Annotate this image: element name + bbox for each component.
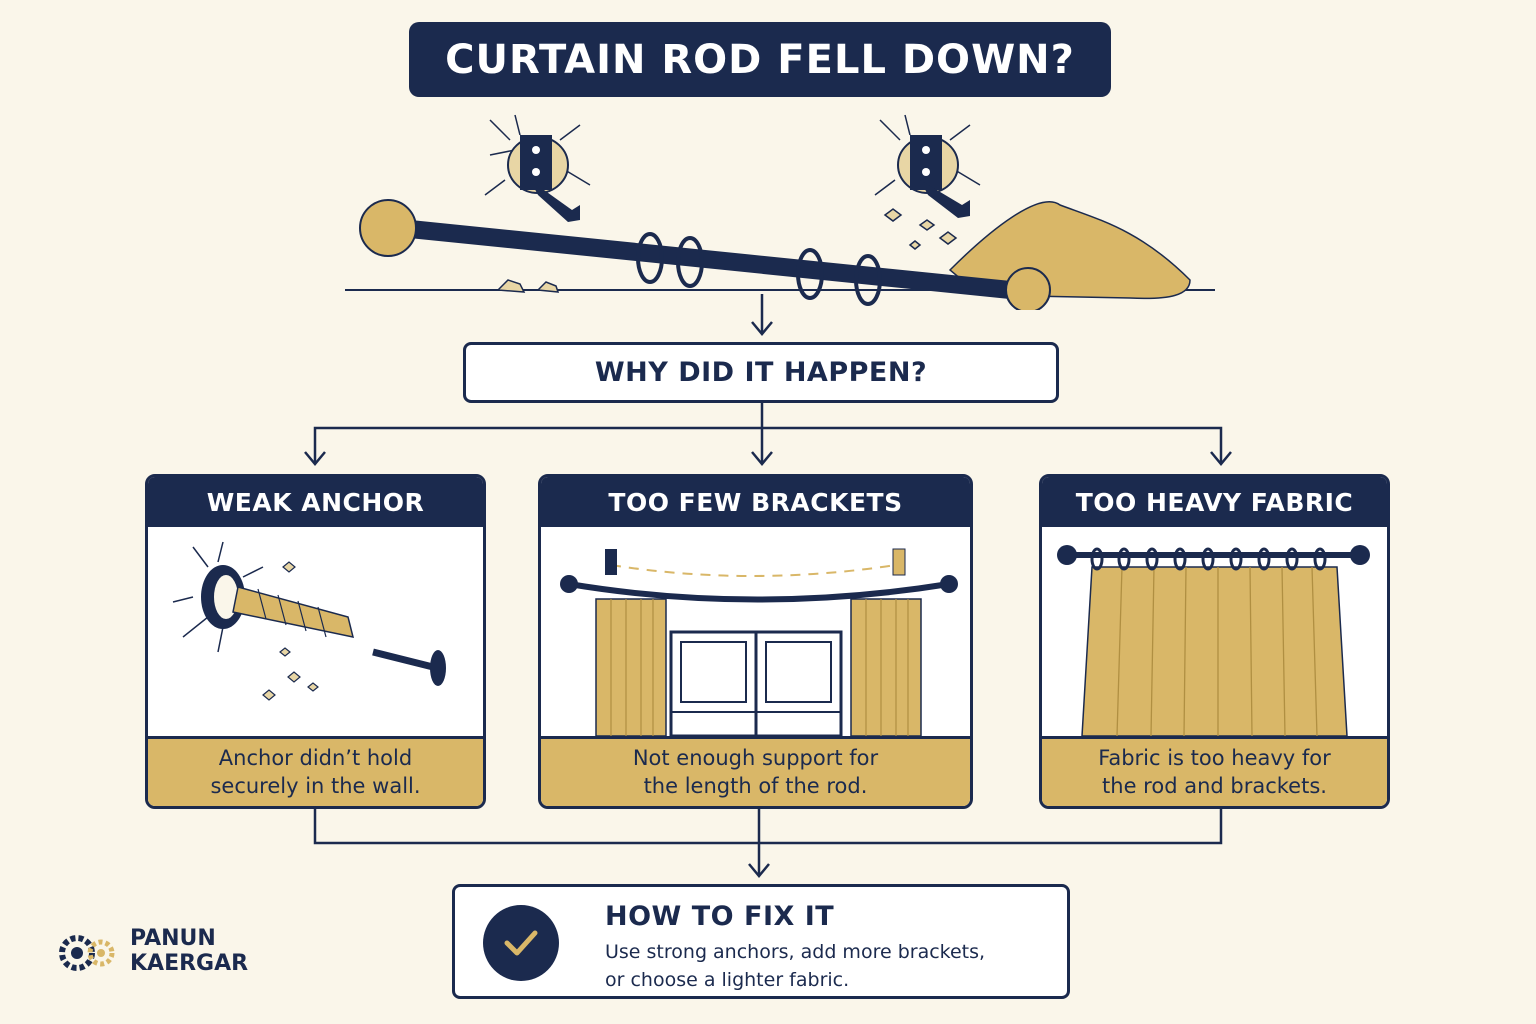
page-title: CURTAIN ROD FELL DOWN? — [409, 22, 1111, 97]
weak-anchor-illustration — [148, 527, 483, 736]
broken-bracket-left-icon — [484, 114, 591, 222]
cause-title: TOO FEW BRACKETS — [541, 477, 970, 527]
brand-name: PANUN KAERGAR — [130, 926, 249, 977]
fallen-rod-illustration — [345, 114, 1215, 310]
cause-title: WEAK ANCHOR — [148, 477, 483, 527]
broken-bracket-right-icon — [874, 114, 981, 250]
cause-caption: Fabric is too heavy for the rod and brac… — [1042, 736, 1387, 806]
cause-title: TOO HEAVY FABRIC — [1042, 477, 1387, 527]
too-few-brackets-illustration — [541, 527, 970, 738]
why-question-box: WHY DID IT HAPPEN? — [463, 342, 1059, 403]
cause-card-too-heavy-fabric: TOO HEAVY FABRIC Fabric is too heavy for… — [1039, 474, 1390, 809]
fix-title: HOW TO FIX IT — [605, 901, 835, 932]
fix-text: Use strong anchors, add more brackets, o… — [605, 941, 986, 991]
cause-card-too-few-brackets: TOO FEW BRACKETS Not enough support for … — [538, 474, 973, 809]
too-heavy-fabric-illustration — [1042, 527, 1387, 737]
gear-icon — [59, 935, 115, 971]
screw-icon — [372, 648, 446, 686]
brand-logo: PANUN KAERGAR — [55, 924, 275, 984]
cause-caption: Anchor didn’t hold securely in the wall. — [148, 736, 483, 806]
cause-caption: Not enough support for the length of the… — [541, 736, 970, 806]
checkmark-icon — [483, 905, 559, 981]
bracket-icon — [605, 549, 617, 575]
how-to-fix-box: HOW TO FIX IT Use strong anchors, add mo… — [452, 884, 1070, 999]
wall-anchor-icon — [232, 586, 355, 638]
cause-card-weak-anchor: WEAK ANCHOR Anchor didn’t hold securely … — [145, 474, 486, 809]
bracket-icon — [892, 548, 906, 576]
